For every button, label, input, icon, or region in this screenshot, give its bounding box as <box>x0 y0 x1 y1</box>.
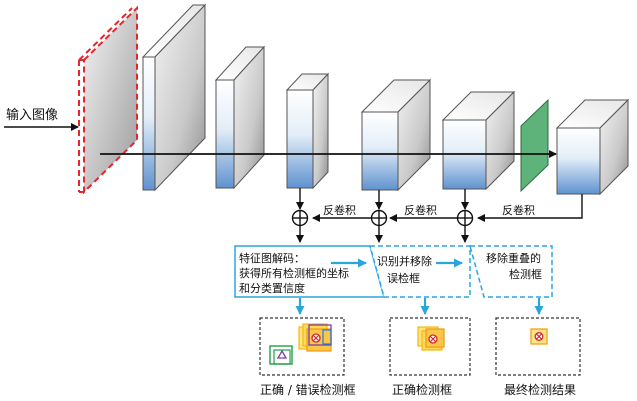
identify-text-line1: 识别并移除 <box>377 254 432 268</box>
decode-text-line1: 特征图解码： <box>239 251 305 265</box>
feature-map-4 <box>360 78 432 192</box>
result-panel-final <box>495 317 581 376</box>
deconv-label-3: 反卷积 <box>502 203 535 217</box>
deconv-path-3 <box>477 194 583 222</box>
result-label-all: 正确 / 错误检测框 <box>260 382 356 397</box>
result-label-correct: 正确检测框 <box>392 382 452 397</box>
processing-modules <box>234 245 553 298</box>
sum-node-2 <box>370 209 388 227</box>
feature-map-2 <box>214 45 266 190</box>
sum-node-3 <box>456 209 474 227</box>
deconv-label-1: 反卷积 <box>323 203 356 217</box>
deconv-label-2: 反卷积 <box>404 203 437 217</box>
input-image-layer <box>78 5 138 195</box>
result-panel-correct <box>389 317 471 376</box>
green-conv-layer <box>520 98 549 193</box>
decode-text-line3: 和分类置信度 <box>239 281 305 295</box>
result-panel-all <box>259 317 345 376</box>
feature-map-3 <box>285 72 330 190</box>
input-image-label: 输入图像 <box>6 107 58 123</box>
remove-text-line1: 移除重叠的 <box>486 251 541 265</box>
feature-map-5 <box>441 90 516 191</box>
identify-text-line2: 误检框 <box>387 271 420 285</box>
result-label-final: 最终检测结果 <box>504 382 576 397</box>
sum-node-1 <box>291 209 309 227</box>
feature-map-1 <box>141 3 207 192</box>
remove-text-line2: 检测框 <box>509 267 542 281</box>
decode-text-line2: 获得所有检测框的坐标 <box>239 266 349 280</box>
feature-map-6 <box>555 98 630 196</box>
